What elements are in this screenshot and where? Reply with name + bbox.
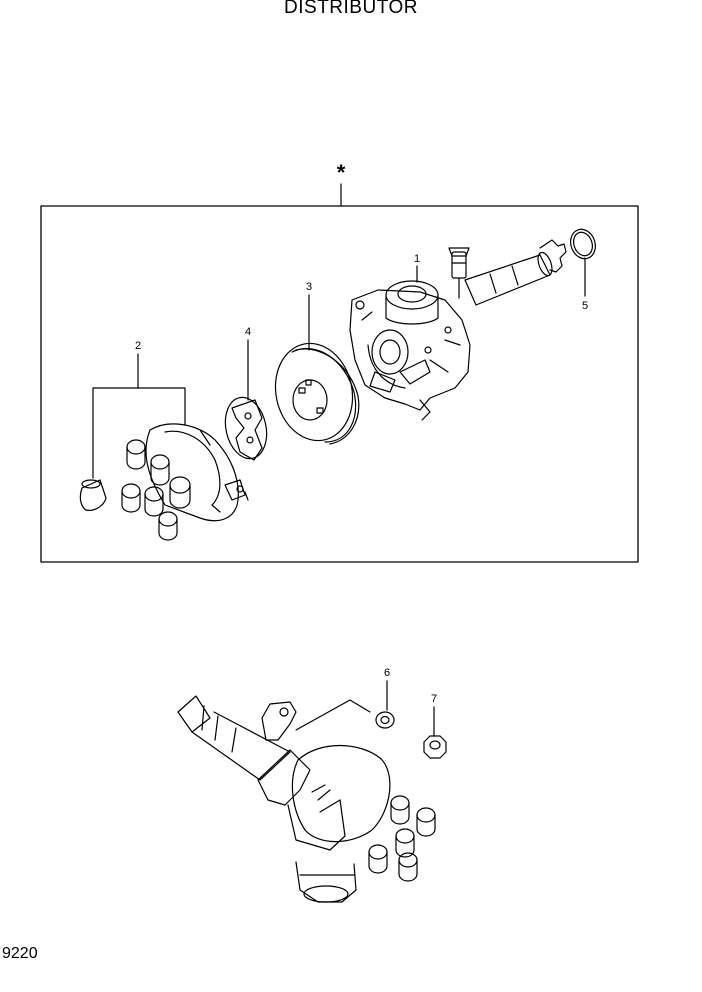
o-ring [570, 228, 596, 260]
svg-text:2: 2 [135, 340, 141, 352]
washer [375, 711, 395, 729]
rotor [224, 396, 268, 461]
svg-text:3: 3 [306, 281, 312, 293]
page-title: DISTRIBUTOR [284, 0, 418, 18]
distributor-housing [349, 239, 567, 421]
assembly-marker: * [337, 160, 346, 185]
cap-plug [79, 479, 107, 511]
flange-nut [423, 735, 447, 759]
kit-frame [40, 205, 639, 563]
callout-1: 1 [414, 253, 420, 283]
svg-text:7: 7 [431, 693, 437, 705]
dust-cover [274, 342, 360, 445]
svg-text:5: 5 [582, 300, 588, 312]
washer-leader [295, 699, 371, 731]
callout-4: 4 [245, 326, 251, 401]
svg-text:1: 1 [414, 253, 420, 265]
callout-7: 7 [431, 693, 437, 737]
svg-text:6: 6 [384, 667, 390, 679]
distributor-cap [121, 423, 249, 541]
page-number: 9220 [2, 945, 38, 962]
callout-3: 3 [306, 281, 312, 351]
callout-2: 2 [92, 340, 186, 479]
callout-6: 6 [384, 667, 390, 711]
svg-text:4: 4 [245, 326, 251, 338]
distributor-assembly [177, 695, 436, 903]
callout-5: 5 [582, 257, 588, 312]
